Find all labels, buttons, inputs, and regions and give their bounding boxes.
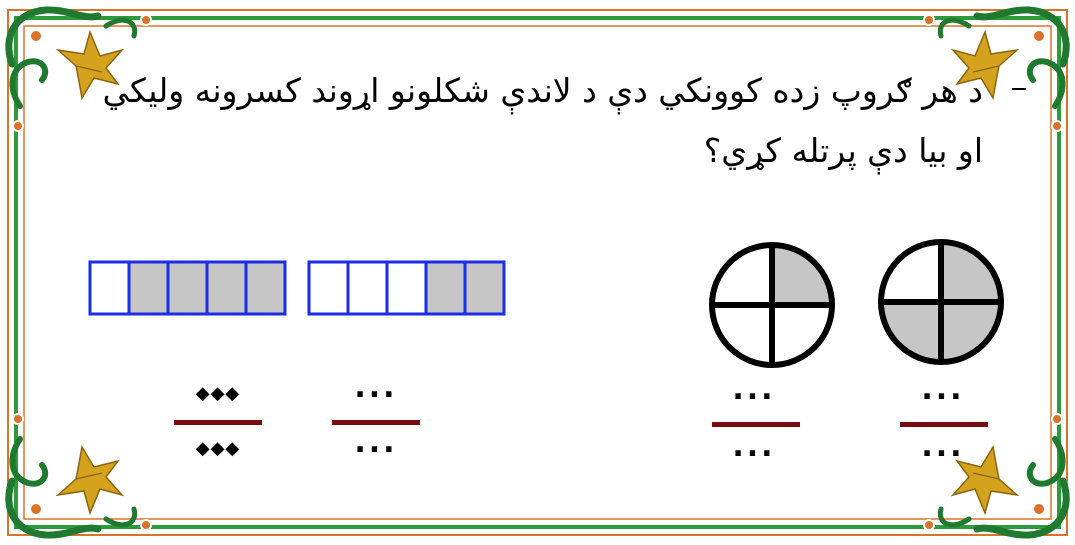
fraction-3-numerator: ... <box>694 375 814 405</box>
fraction-4-denominator: ... <box>883 432 1003 462</box>
strip-cell <box>246 262 285 314</box>
strip-cell <box>309 262 348 314</box>
strip-cell <box>207 262 246 314</box>
fraction-circle-4 <box>881 242 1001 362</box>
fraction-3-denominator: ... <box>694 432 814 462</box>
fraction-1-bar <box>174 420 262 425</box>
fraction-strip-1 <box>90 262 285 314</box>
strip-cell <box>426 262 465 314</box>
strip-cell <box>129 262 168 314</box>
fraction-2-denominator: ... <box>316 428 436 458</box>
fraction-4-bar <box>900 422 988 427</box>
strip-cell <box>348 262 387 314</box>
strip-cell <box>90 262 129 314</box>
strip-cell <box>465 262 504 314</box>
fraction-4-numerator: ... <box>883 375 1003 405</box>
strip-cell <box>168 262 207 314</box>
fraction-3-bar <box>712 422 800 427</box>
fraction-circle-3 <box>712 245 832 365</box>
fraction-1-denominator: ◆◆◆ <box>158 440 278 458</box>
fraction-2-numerator: ... <box>316 373 436 403</box>
fraction-strip-2 <box>309 262 504 314</box>
fraction-1-numerator: ◆◆◆ <box>158 385 278 403</box>
strip-cell <box>387 262 426 314</box>
